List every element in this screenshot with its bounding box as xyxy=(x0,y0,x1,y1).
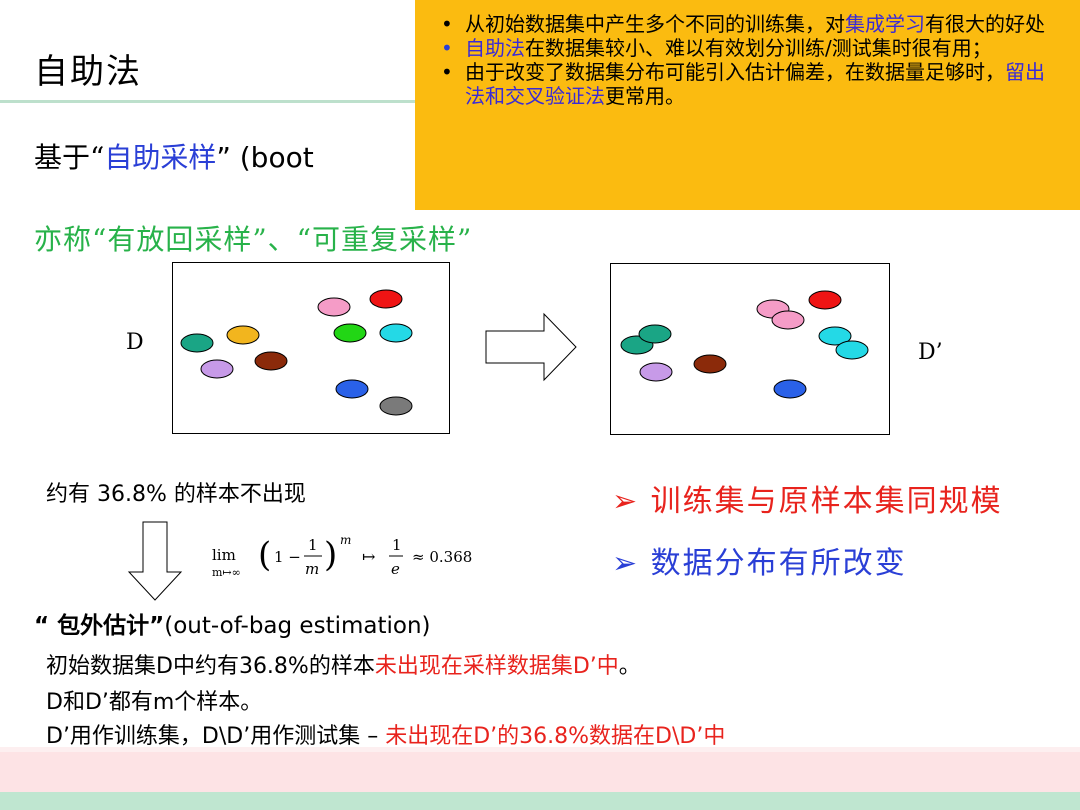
dataset-d-box xyxy=(172,262,450,434)
callout-item-3: 由于改变了数据集分布可能引入估计偏差，在数据量足够时，留出法和交叉验证法更常用。 xyxy=(441,60,1060,108)
dataset-d-samples xyxy=(180,289,413,416)
sample-teal-b xyxy=(638,324,672,344)
slide-title: 自助法 xyxy=(34,52,142,92)
footer-band-green xyxy=(0,792,1080,810)
svg-text:e: e xyxy=(391,560,400,578)
sample-cyan-a xyxy=(818,326,852,346)
bullet-same-size: ➢ 训练集与原样本集同规模 xyxy=(612,484,1003,519)
callout-item-1: 从初始数据集中产生多个不同的训练集，对集成学习有很大的好处 xyxy=(441,12,1060,36)
svg-text:(: ( xyxy=(258,535,271,575)
sample-brown xyxy=(254,351,288,371)
definition-prefix: 基于“ xyxy=(34,141,105,174)
explanation-line-1: 初始数据集D中约有36.8%的样本未出现在采样数据集D’中。 xyxy=(46,654,641,679)
sample-lilac xyxy=(200,359,234,379)
sample-cyan-b xyxy=(835,340,869,360)
callout-box: 从初始数据集中产生多个不同的训练集，对集成学习有很大的好处 自助法在数据集较小、… xyxy=(415,0,1080,210)
sample-brown xyxy=(693,354,727,374)
alias-line: 亦称“有放回采样”、“可重复采样” xyxy=(34,223,473,256)
sample-blue xyxy=(335,379,369,399)
sample-yellow xyxy=(226,325,260,345)
svg-text:m: m xyxy=(305,560,319,578)
sample-teal xyxy=(180,333,214,353)
dataset-dprime-samples xyxy=(620,290,869,399)
dataset-dprime-label: D’ xyxy=(918,340,943,365)
footer-band-pink xyxy=(0,752,1080,792)
definition-line: 基于“自助采样” (boot xyxy=(34,136,314,176)
explanation-line-2: D和D’都有m个样本。 xyxy=(46,690,263,715)
explanation-line-3: D’用作训练集，D\D’用作测试集 – 未出现在D’的36.8%数据在D\D’中 xyxy=(46,724,726,749)
missing-rate-text: 约有 36.8% 的样本不出现 xyxy=(46,482,306,507)
arrow-down-icon xyxy=(127,521,183,601)
formula-svg: lim m↦∞ ( 1 − 1 m ) m ↦ 1 e ≈ 0.368 xyxy=(212,533,472,579)
footer-band-top xyxy=(0,747,1080,752)
svg-text:≈ 0.368: ≈ 0.368 xyxy=(412,548,472,566)
sample-lilac xyxy=(639,362,673,382)
sample-red xyxy=(808,290,842,310)
oob-heading: “ 包外估计”(out-of-bag estimation) xyxy=(34,613,431,639)
svg-text:1: 1 xyxy=(308,536,318,554)
svg-text:): ) xyxy=(324,535,337,575)
definition-suffix: ” (boot xyxy=(216,141,314,174)
dataset-d-label: D xyxy=(126,330,144,355)
svg-text:↦: ↦ xyxy=(362,547,375,566)
sample-cyan xyxy=(379,323,413,343)
svg-text:m: m xyxy=(340,533,351,547)
sample-pink xyxy=(317,297,351,317)
definition-highlight: 自助采样 xyxy=(104,141,217,174)
sample-red xyxy=(369,289,403,309)
arrow-right-icon xyxy=(485,312,577,382)
limit-formula: lim m↦∞ ( 1 − 1 m ) m ↦ 1 e ≈ 0.368 xyxy=(212,530,522,590)
callout-item-2: 自助法在数据集较小、难以有效划分训练/测试集时很有用； xyxy=(441,36,1060,60)
bullet-distribution-changed: ➢ 数据分布有所改变 xyxy=(612,546,907,581)
sample-blue xyxy=(773,379,807,399)
sample-gray xyxy=(379,396,413,416)
svg-text:m↦∞: m↦∞ xyxy=(212,566,241,579)
dataset-dprime-box xyxy=(610,263,890,435)
svg-text:lim: lim xyxy=(212,546,236,564)
sample-pink-b xyxy=(771,310,805,330)
svg-text:1: 1 xyxy=(392,536,402,554)
sample-green xyxy=(333,323,367,343)
svg-text:1 −: 1 − xyxy=(274,548,301,566)
